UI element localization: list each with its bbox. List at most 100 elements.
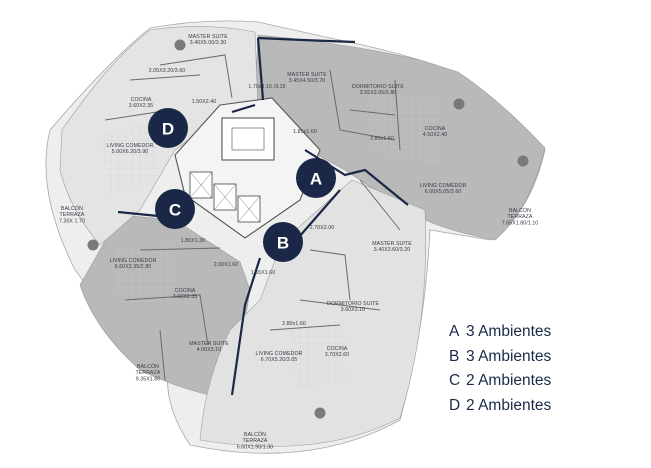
column-marker — [517, 155, 529, 167]
room-name: COCINA — [175, 288, 196, 294]
room-name: DORMITORIO SUITE — [352, 84, 404, 90]
unit-marker-c-circle — [155, 189, 195, 229]
room-name: COCINA — [425, 126, 446, 132]
room-dimensions: 1.85x1.60 — [293, 129, 317, 135]
room-name: TERRAZA — [508, 214, 533, 220]
room-label-b-bath-1: 2.70X2.00 — [310, 225, 335, 231]
room-name: COCINA — [327, 346, 348, 352]
room-dimensions: 1.80X1.30 — [181, 238, 206, 244]
room-dimensions: 3.40X3.60/3.20 — [374, 247, 411, 253]
column-marker — [314, 407, 326, 419]
room-dimensions: 2.80x1.60 — [282, 321, 306, 327]
room-name: LIVING COMEDOR — [107, 143, 154, 149]
building-core — [174, 97, 321, 239]
room-dimensions: 4.00X3.10 — [197, 347, 222, 353]
room-dimensions: 3.60X3.10 — [341, 307, 366, 313]
room-dimensions: 6.60X1.90/1.30 — [237, 444, 274, 450]
floor-tiles-a — [365, 90, 440, 165]
column-marker — [174, 39, 186, 51]
legend-text: 2 Ambientes — [466, 396, 552, 414]
room-name: LIVING COMEDOR — [256, 351, 303, 357]
legend: A 3 Ambientes B 3 Ambientes C 2 Ambiente… — [449, 323, 644, 421]
legend-item-b: B 3 Ambientes — [449, 348, 644, 373]
unit-marker-d[interactable]: D — [148, 108, 188, 148]
unit-marker-c-letter: C — [169, 201, 181, 220]
room-name: MASTER SUITE — [189, 341, 229, 347]
room-dimensions: 3.60X2.35 — [173, 294, 198, 300]
legend-letter: C — [449, 372, 461, 389]
room-dimensions: 2.70X2.00 — [310, 225, 335, 231]
room-name: COCINA — [131, 97, 152, 103]
room-dimensions: 3.45X4.50/3.70 — [289, 78, 326, 84]
unit-marker-b-circle — [263, 222, 303, 262]
room-dimensions: 7.65X1.80/1.10 — [502, 220, 539, 226]
room-name: BALCÓN — [244, 431, 266, 438]
room-name: TERRAZA — [136, 370, 161, 376]
room-dimensions: 5.00X6.20/3.90 — [112, 149, 149, 155]
room-name: BALCÓN — [61, 205, 83, 212]
room-dimensions: 9.35X1.80 — [136, 376, 161, 382]
legend-item-a: A 3 Ambientes — [449, 323, 644, 348]
room-name: MASTER SUITE — [188, 34, 228, 40]
unit-marker-c[interactable]: C — [155, 189, 195, 229]
legend-item-c: C 2 Ambientes — [449, 372, 644, 397]
room-dimensions: 1.50X2.40 — [192, 99, 217, 105]
room-dimensions: 2.05X3.20/3.60 — [149, 68, 186, 74]
legend-letter: B — [449, 347, 460, 365]
legend-text: 2 Ambientes — [466, 372, 552, 389]
room-dimensions: 1.70x4.15 /3.15 — [248, 84, 285, 90]
room-dimensions: 1.55X1.60 — [251, 270, 276, 276]
room-dimensions: 3.70X2.60 — [325, 352, 350, 358]
room-dimensions: 6.00X5.05/3.60 — [425, 189, 462, 195]
unit-marker-b[interactable]: B — [263, 222, 303, 262]
room-dimensions: 3.60X2.35 — [129, 103, 154, 109]
floor-tiles-b — [290, 320, 350, 390]
column-marker — [453, 98, 465, 110]
legend-letter: D — [449, 396, 461, 414]
room-dimensions: 2.80x1.60 — [370, 136, 394, 142]
legend-text: 3 Ambientes — [466, 323, 552, 340]
room-dimensions: 3.40X5.00/3.30 — [190, 40, 227, 46]
room-name: TERRAZA — [60, 212, 85, 218]
room-label-a-bath-2: 1.85x1.60 — [293, 129, 317, 135]
room-dimensions: 7.30X 1.70 — [59, 218, 85, 224]
legend-letter: A — [449, 323, 460, 340]
floor-tiles-d — [100, 120, 160, 195]
legend-text: 3 Ambientes — [466, 347, 552, 365]
unit-marker-d-letter: D — [162, 120, 174, 139]
interior-walls — [104, 54, 401, 381]
room-label-b-bath-3: 2.80x1.60 — [282, 321, 306, 327]
unit-marker-a-letter: A — [310, 170, 322, 189]
unit-marker-d-circle — [148, 108, 188, 148]
room-label-c-bath-2: 2.00X1.60 — [214, 262, 239, 268]
room-label-c-bath-1: 1.80X1.30 — [181, 238, 206, 244]
unit-marker-b-letter: B — [277, 234, 289, 253]
room-name: BALCÓN — [137, 363, 159, 370]
unit-marker-a[interactable]: A — [296, 158, 336, 198]
room-dimensions: 6.60X3.35/2.80 — [115, 264, 152, 270]
room-name: MASTER SUITE — [287, 72, 327, 78]
room-dimensions: 3.55X3.05/2.80 — [360, 90, 397, 96]
room-name: MASTER SUITE — [372, 241, 412, 247]
room-label-b-bath-2: 1.55X1.60 — [251, 270, 276, 276]
column-marker — [87, 239, 99, 251]
